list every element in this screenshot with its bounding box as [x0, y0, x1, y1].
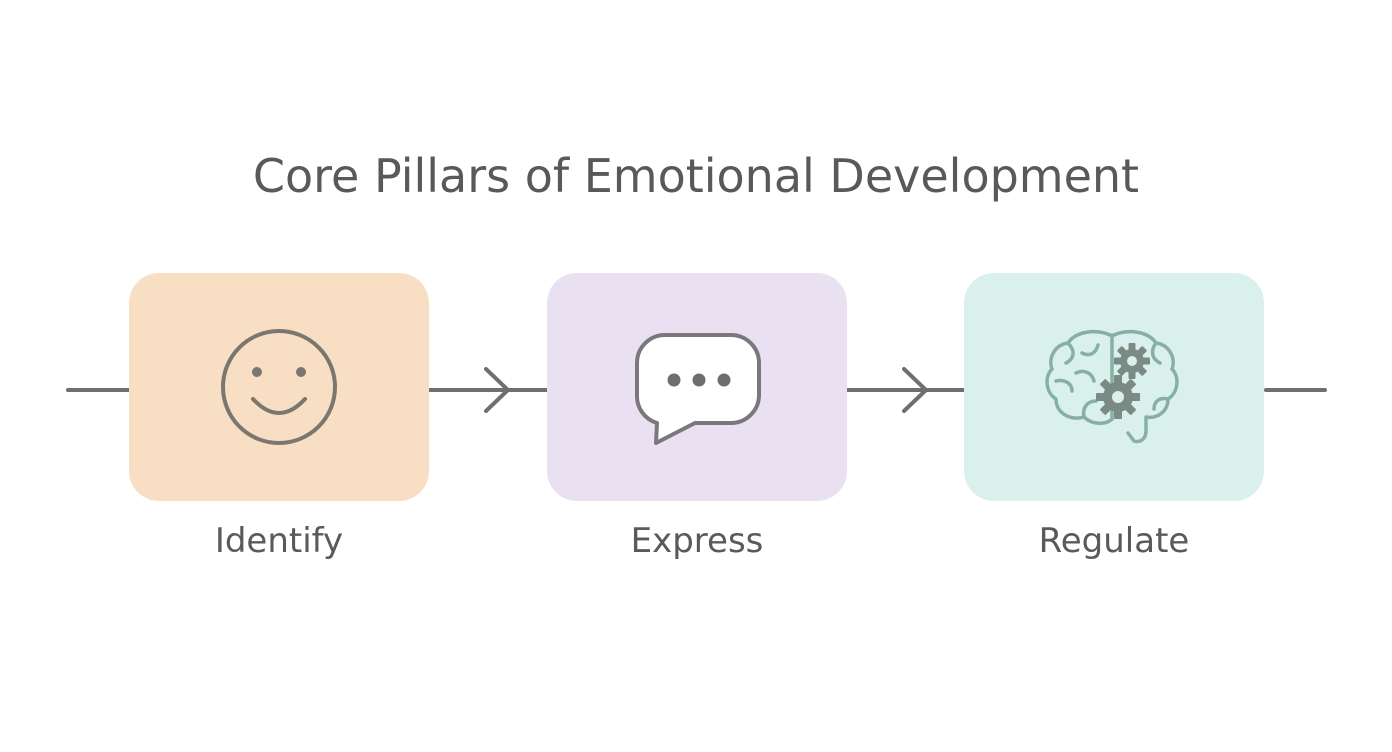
connector-line-left: [66, 388, 132, 392]
connector-line-2: [846, 388, 968, 392]
pillar-label-regulate: Regulate: [1038, 521, 1190, 561]
pillar-card-regulate: [964, 273, 1264, 501]
connector-line-right: [1264, 388, 1327, 392]
speech-bubble-icon: [634, 333, 761, 445]
brain-gears-icon: [1045, 329, 1179, 444]
pillar-card-identify: [129, 273, 429, 501]
arrow-right-icon: [484, 367, 510, 413]
smiley-face-icon: [221, 329, 337, 445]
connector-line-1: [428, 388, 550, 392]
pillar-card-express: [547, 273, 847, 501]
arrow-right-icon: [902, 367, 928, 413]
pillar-label-identify: Identify: [214, 521, 344, 561]
diagram-title: Core Pillars of Emotional Development: [252, 149, 1140, 203]
pillar-label-express: Express: [630, 521, 764, 561]
